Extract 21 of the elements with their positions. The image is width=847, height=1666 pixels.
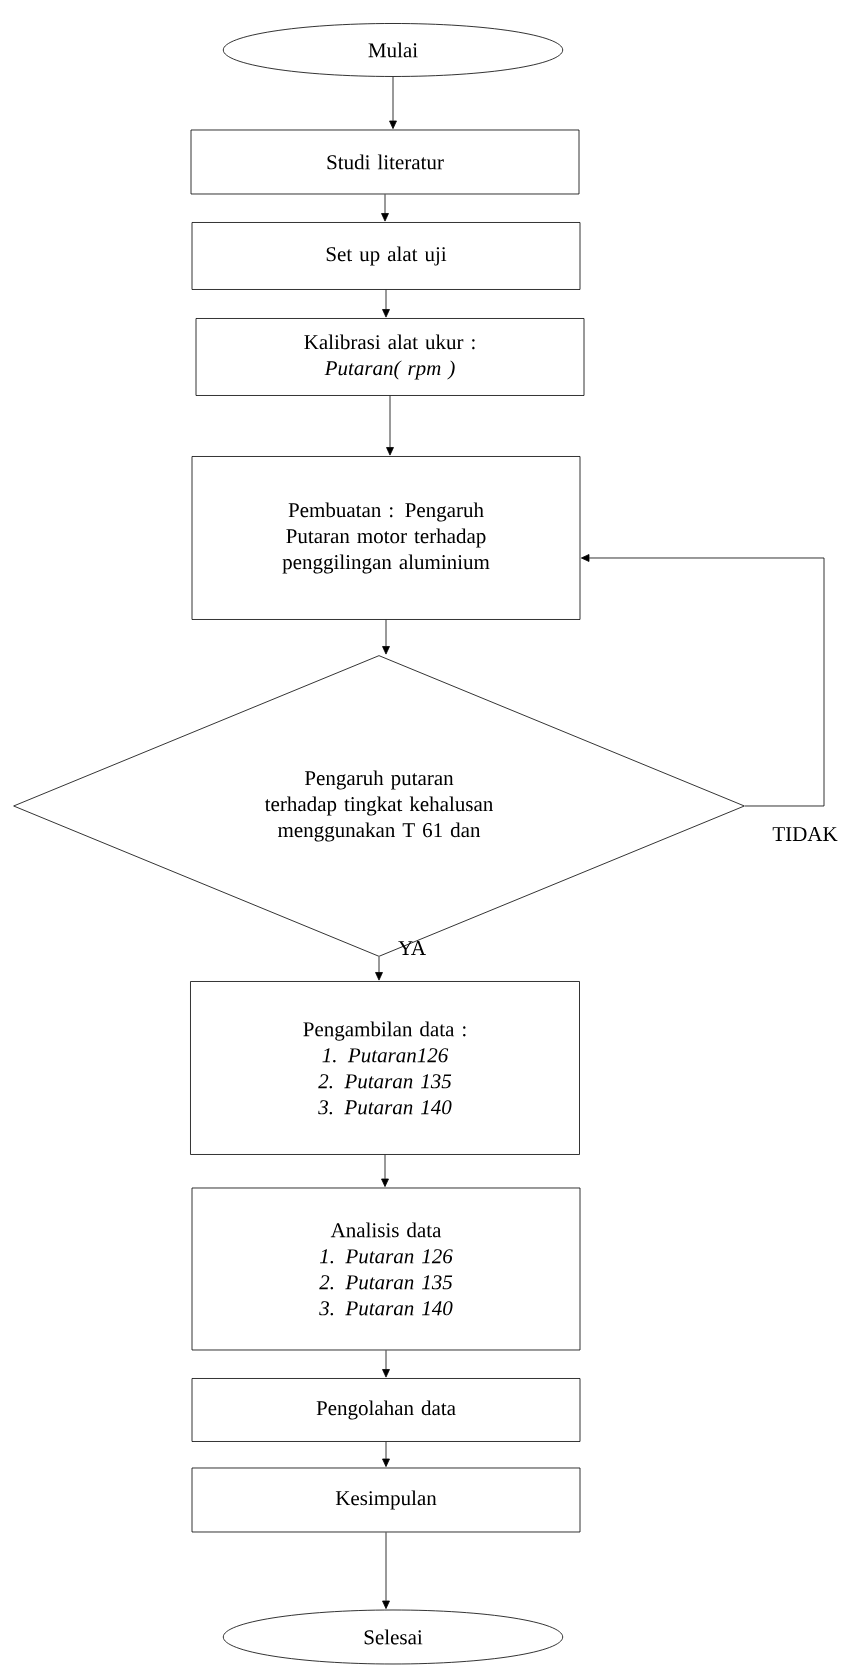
arrow — [382, 1532, 390, 1609]
arrow — [386, 395, 394, 456]
arrow — [382, 1350, 390, 1378]
arrow — [382, 1441, 390, 1467]
process-box: Pembuatan : Pengaruh Putaran motor terhadap penggilingan aluminium — [191, 456, 581, 620]
process-box: Pengambilan data : 1. Putaran126 2. Putaran 135 3. Putaran 140 — [190, 981, 580, 1155]
arrow — [581, 554, 825, 807]
arrow — [375, 956, 383, 981]
arrow — [389, 76, 397, 129]
process-box: Kesimpulan — [191, 1467, 581, 1533]
process-box: Set up alat uji — [191, 222, 581, 290]
arrow — [382, 289, 390, 318]
process-box: Analisis data 1. Putaran 126 2. Putaran 135 3. Putaran 140 — [191, 1187, 581, 1351]
arrow — [381, 194, 389, 222]
process-box: Studi literatur — [190, 129, 580, 195]
arrow — [381, 1154, 389, 1187]
process-box: Pengolahan data — [191, 1378, 581, 1442]
edge-label: YA — [398, 941, 426, 955]
process-box: Kalibrasi alat ukur : Putaran( rpm ) — [195, 318, 585, 396]
arrow — [382, 619, 390, 655]
edge-label: TIDAK — [772, 827, 838, 841]
